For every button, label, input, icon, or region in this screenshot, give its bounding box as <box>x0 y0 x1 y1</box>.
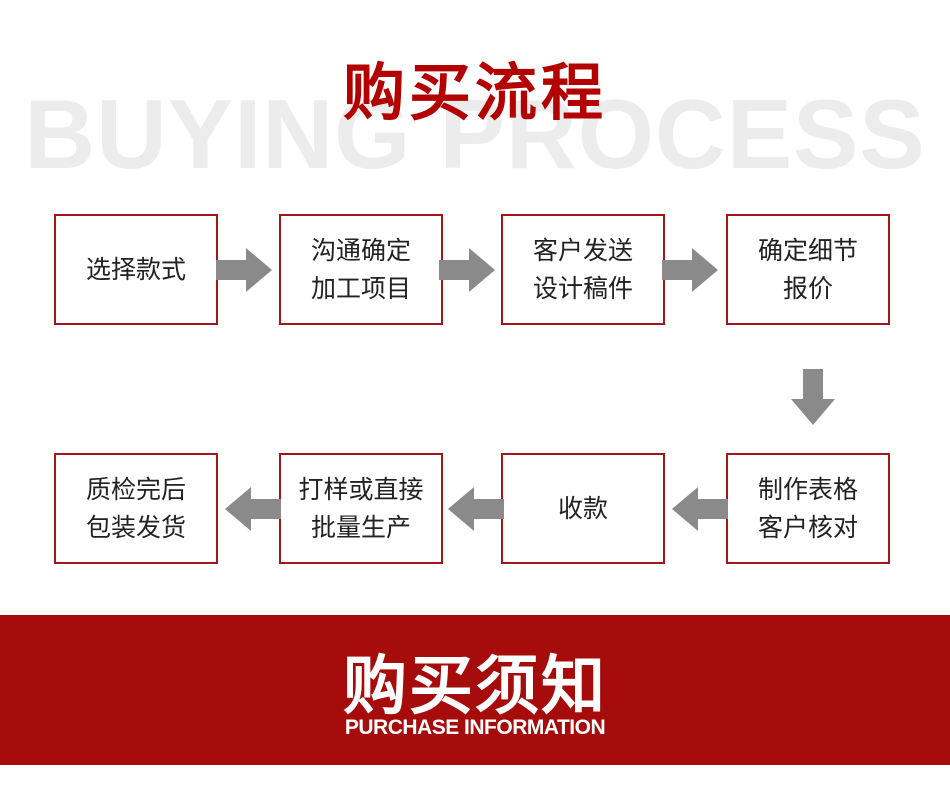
arrow-right-icon <box>662 248 718 292</box>
step-label: 确定细节 报价 <box>757 235 858 303</box>
step-check-form: 制作表格 客户核对 <box>726 453 890 564</box>
step-label: 质检完后 包装发货 <box>85 474 186 542</box>
arrow-left-icon <box>448 487 504 531</box>
step-label: 沟通确定 加工项目 <box>310 235 411 303</box>
step-label: 打样或直接 批量生产 <box>298 474 424 542</box>
step-payment: 收款 <box>501 453 665 564</box>
step-ship: 质检完后 包装发货 <box>54 453 218 564</box>
step-select-style: 选择款式 <box>54 214 218 325</box>
purchase-info-banner: 购买须知 PURCHASE INFORMATION <box>0 615 950 765</box>
step-label: 选择款式 <box>85 254 186 284</box>
page-title: 购买流程 <box>342 56 607 129</box>
arrow-right-icon <box>439 248 495 292</box>
step-label: 收款 <box>557 493 608 523</box>
step-production: 打样或直接 批量生产 <box>279 453 443 564</box>
step-label: 制作表格 客户核对 <box>757 474 858 542</box>
step-send-design: 客户发送 设计稿件 <box>501 214 665 325</box>
banner-title: 购买须知 <box>343 650 607 724</box>
banner-subtitle: PURCHASE INFORMATION <box>344 716 606 739</box>
arrow-left-icon <box>225 487 281 531</box>
step-label: 客户发送 设计稿件 <box>532 235 633 303</box>
arrow-left-icon <box>672 487 728 531</box>
step-confirm-project: 沟通确定 加工项目 <box>279 214 443 325</box>
arrow-down-icon <box>791 369 835 425</box>
step-confirm-quote: 确定细节 报价 <box>726 214 890 325</box>
watermark-text: BUYING PROCESS <box>24 79 926 189</box>
arrow-right-icon <box>216 248 272 292</box>
